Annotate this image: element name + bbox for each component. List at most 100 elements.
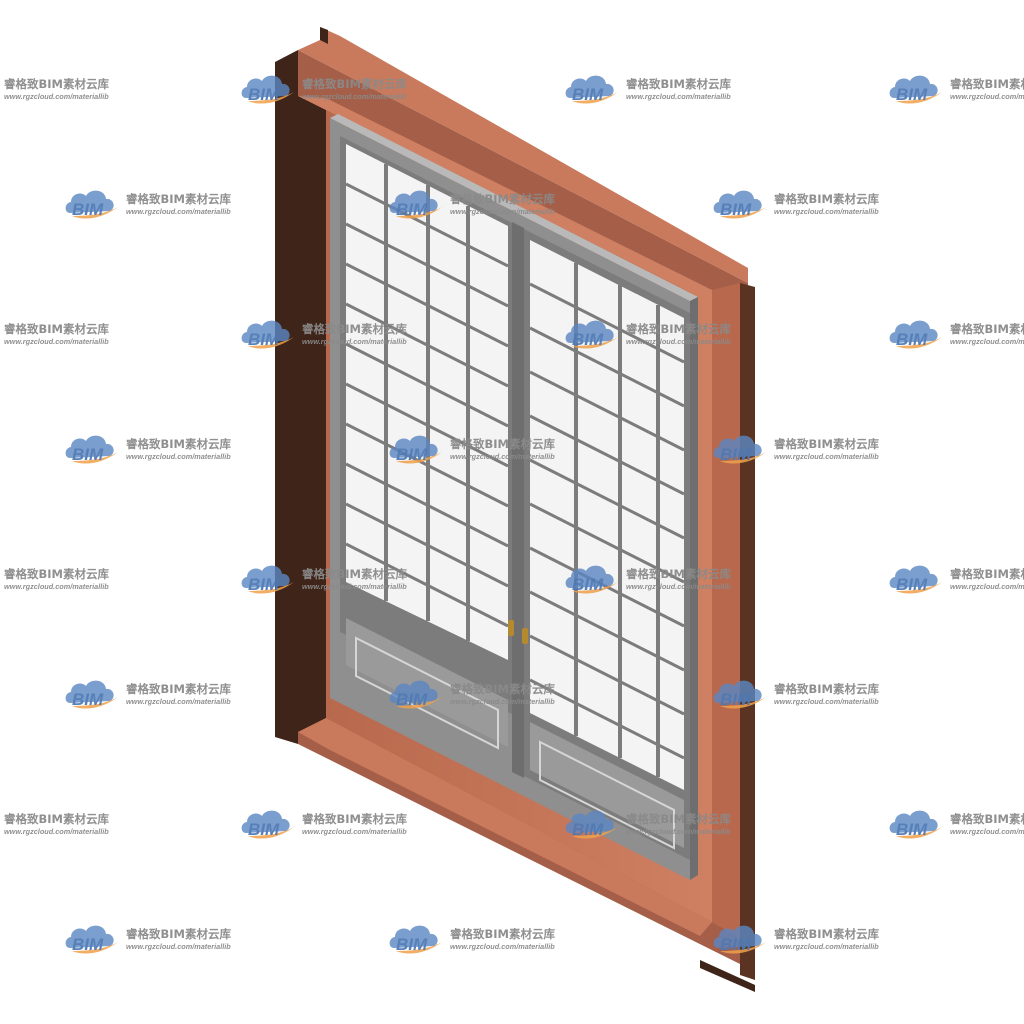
watermark-name: 睿格致BIM素材云库 [4, 567, 109, 581]
watermark: BIM 睿格致BIM素材云库 www.rgzcloud.com/material… [4, 567, 109, 591]
watermark-logo-text: BIM [396, 690, 428, 709]
watermark-logo-text: BIM [248, 330, 280, 349]
watermark: BIM 睿格致BIM素材云库 www.rgzcloud.com/material… [241, 565, 407, 594]
watermark: BIM 睿格致BIM素材云库 www.rgzcloud.com/material… [4, 77, 109, 101]
watermark-url: www.rgzcloud.com/materiallib [950, 92, 1024, 101]
watermark: BIM 睿格致BIM素材云库 www.rgzcloud.com/material… [389, 435, 555, 464]
watermark-name: 睿格致BIM素材云库 [950, 812, 1024, 826]
watermark: BIM 睿格致BIM素材云库 www.rgzcloud.com/material… [713, 680, 879, 709]
right-sash [522, 228, 690, 860]
watermark-url: www.rgzcloud.com/materiallib [626, 582, 731, 591]
watermark-name: 睿格致BIM素材云库 [302, 812, 407, 826]
watermark-name: 睿格致BIM素材云库 [4, 812, 109, 826]
watermark: BIM 睿格致BIM素材云库 www.rgzcloud.com/material… [713, 435, 879, 464]
left-sash [340, 136, 514, 750]
watermark-logo-text: BIM [572, 85, 604, 104]
watermark-logo-text: BIM [72, 200, 104, 219]
watermark-name: 睿格致BIM素材云库 [126, 437, 231, 451]
watermark-name: 睿格致BIM素材云库 [774, 192, 879, 206]
watermark-logo-text: BIM [896, 820, 928, 839]
watermark-url: www.rgzcloud.com/materiallib [4, 827, 109, 836]
watermark-url: www.rgzcloud.com/materiallib [4, 92, 109, 101]
watermark: BIM 睿格致BIM素材云库 www.rgzcloud.com/material… [65, 190, 231, 219]
watermark: BIM 睿格致BIM素材云库 www.rgzcloud.com/material… [565, 565, 731, 594]
watermark-layer: BIM 睿格致BIM素材云库 www.rgzcloud.com/material… [4, 75, 1024, 954]
watermark-name: 睿格致BIM素材云库 [450, 682, 555, 696]
watermark-url: www.rgzcloud.com/materiallib [950, 582, 1024, 591]
watermark-url: www.rgzcloud.com/materiallib [302, 92, 407, 101]
watermark-name: 睿格致BIM素材云库 [626, 322, 731, 336]
watermark-logo-text: BIM [572, 330, 604, 349]
watermark-url: www.rgzcloud.com/materiallib [950, 337, 1024, 346]
watermark: BIM 睿格致BIM素材云库 www.rgzcloud.com/material… [565, 75, 731, 104]
watermark: BIM 睿格致BIM素材云库 www.rgzcloud.com/material… [565, 320, 731, 349]
watermark-url: www.rgzcloud.com/materiallib [450, 697, 555, 706]
watermark-url: www.rgzcloud.com/materiallib [302, 827, 407, 836]
watermark-url: www.rgzcloud.com/materiallib [450, 207, 555, 216]
watermark-name: 睿格致BIM素材云库 [450, 437, 555, 451]
watermark-url: www.rgzcloud.com/materiallib [774, 697, 879, 706]
watermark-logo-text: BIM [572, 820, 604, 839]
watermark-url: www.rgzcloud.com/materiallib [626, 827, 731, 836]
watermark-name: 睿格致BIM素材云库 [4, 77, 109, 91]
watermark-logo-text: BIM [720, 200, 752, 219]
watermark-url: www.rgzcloud.com/materiallib [302, 582, 407, 591]
watermark-logo-text: BIM [396, 445, 428, 464]
watermark-url: www.rgzcloud.com/materiallib [774, 942, 879, 951]
watermark-logo-text: BIM [896, 330, 928, 349]
watermark-name: 睿格致BIM素材云库 [450, 927, 555, 941]
watermark-name: 睿格致BIM素材云库 [774, 927, 879, 941]
watermark-name: 睿格致BIM素材云库 [950, 567, 1024, 581]
watermark-name: 睿格致BIM素材云库 [774, 682, 879, 696]
watermark-url: www.rgzcloud.com/materiallib [126, 942, 231, 951]
watermark-url: www.rgzcloud.com/materiallib [450, 452, 555, 461]
watermark-logo-text: BIM [572, 575, 604, 594]
watermark: BIM 睿格致BIM素材云库 www.rgzcloud.com/material… [565, 810, 731, 839]
watermark-url: www.rgzcloud.com/materiallib [774, 452, 879, 461]
watermark-logo-text: BIM [396, 935, 428, 954]
watermark-logo-text: BIM [72, 935, 104, 954]
watermark-url: www.rgzcloud.com/materiallib [302, 337, 407, 346]
watermark: BIM 睿格致BIM素材云库 www.rgzcloud.com/material… [65, 925, 231, 954]
watermark: BIM 睿格致BIM素材云库 www.rgzcloud.com/material… [4, 322, 109, 346]
watermark-logo-text: BIM [896, 85, 928, 104]
watermark: BIM 睿格致BIM素材云库 www.rgzcloud.com/material… [65, 435, 231, 464]
watermark-logo-text: BIM [248, 820, 280, 839]
watermark-name: 睿格致BIM素材云库 [626, 567, 731, 581]
watermark-name: 睿格致BIM素材云库 [126, 927, 231, 941]
watermark-url: www.rgzcloud.com/materiallib [626, 337, 731, 346]
watermark-logo-text: BIM [720, 445, 752, 464]
watermark-logo-text: BIM [72, 690, 104, 709]
watermark-url: www.rgzcloud.com/materiallib [126, 697, 231, 706]
watermark-name: 睿格致BIM素材云库 [302, 322, 407, 336]
watermark-url: www.rgzcloud.com/materiallib [950, 827, 1024, 836]
watermark-logo-text: BIM [720, 690, 752, 709]
watermark-name: 睿格致BIM素材云库 [774, 437, 879, 451]
watermark: BIM 睿格致BIM素材云库 www.rgzcloud.com/material… [889, 320, 1024, 349]
watermark: BIM 睿格致BIM素材云库 www.rgzcloud.com/material… [889, 75, 1024, 104]
watermark-url: www.rgzcloud.com/materiallib [4, 582, 109, 591]
watermark-name: 睿格致BIM素材云库 [4, 322, 109, 336]
watermark: BIM 睿格致BIM素材云库 www.rgzcloud.com/material… [241, 75, 407, 104]
watermark-url: www.rgzcloud.com/materiallib [4, 337, 109, 346]
watermark-url: www.rgzcloud.com/materiallib [450, 942, 555, 951]
watermark-name: 睿格致BIM素材云库 [302, 77, 407, 91]
watermark: BIM 睿格致BIM素材云库 www.rgzcloud.com/material… [713, 190, 879, 219]
watermark-logo-text: BIM [72, 445, 104, 464]
watermark-name: 睿格致BIM素材云库 [950, 322, 1024, 336]
watermark: BIM 睿格致BIM素材云库 www.rgzcloud.com/material… [713, 925, 879, 954]
watermark: BIM 睿格致BIM素材云库 www.rgzcloud.com/material… [889, 565, 1024, 594]
watermark-name: 睿格致BIM素材云库 [950, 77, 1024, 91]
watermark-logo-text: BIM [896, 575, 928, 594]
watermark-name: 睿格致BIM素材云库 [626, 77, 731, 91]
watermark-url: www.rgzcloud.com/materiallib [626, 92, 731, 101]
watermark: BIM 睿格致BIM素材云库 www.rgzcloud.com/material… [889, 810, 1024, 839]
watermark-logo-text: BIM [248, 575, 280, 594]
watermark: BIM 睿格致BIM素材云库 www.rgzcloud.com/material… [389, 190, 555, 219]
watermark: BIM 睿格致BIM素材云库 www.rgzcloud.com/material… [65, 680, 231, 709]
watermark-url: www.rgzcloud.com/materiallib [126, 207, 231, 216]
handle-icon [508, 620, 528, 644]
watermark: BIM 睿格致BIM素材云库 www.rgzcloud.com/material… [241, 810, 407, 839]
watermark-name: 睿格致BIM素材云库 [126, 682, 231, 696]
